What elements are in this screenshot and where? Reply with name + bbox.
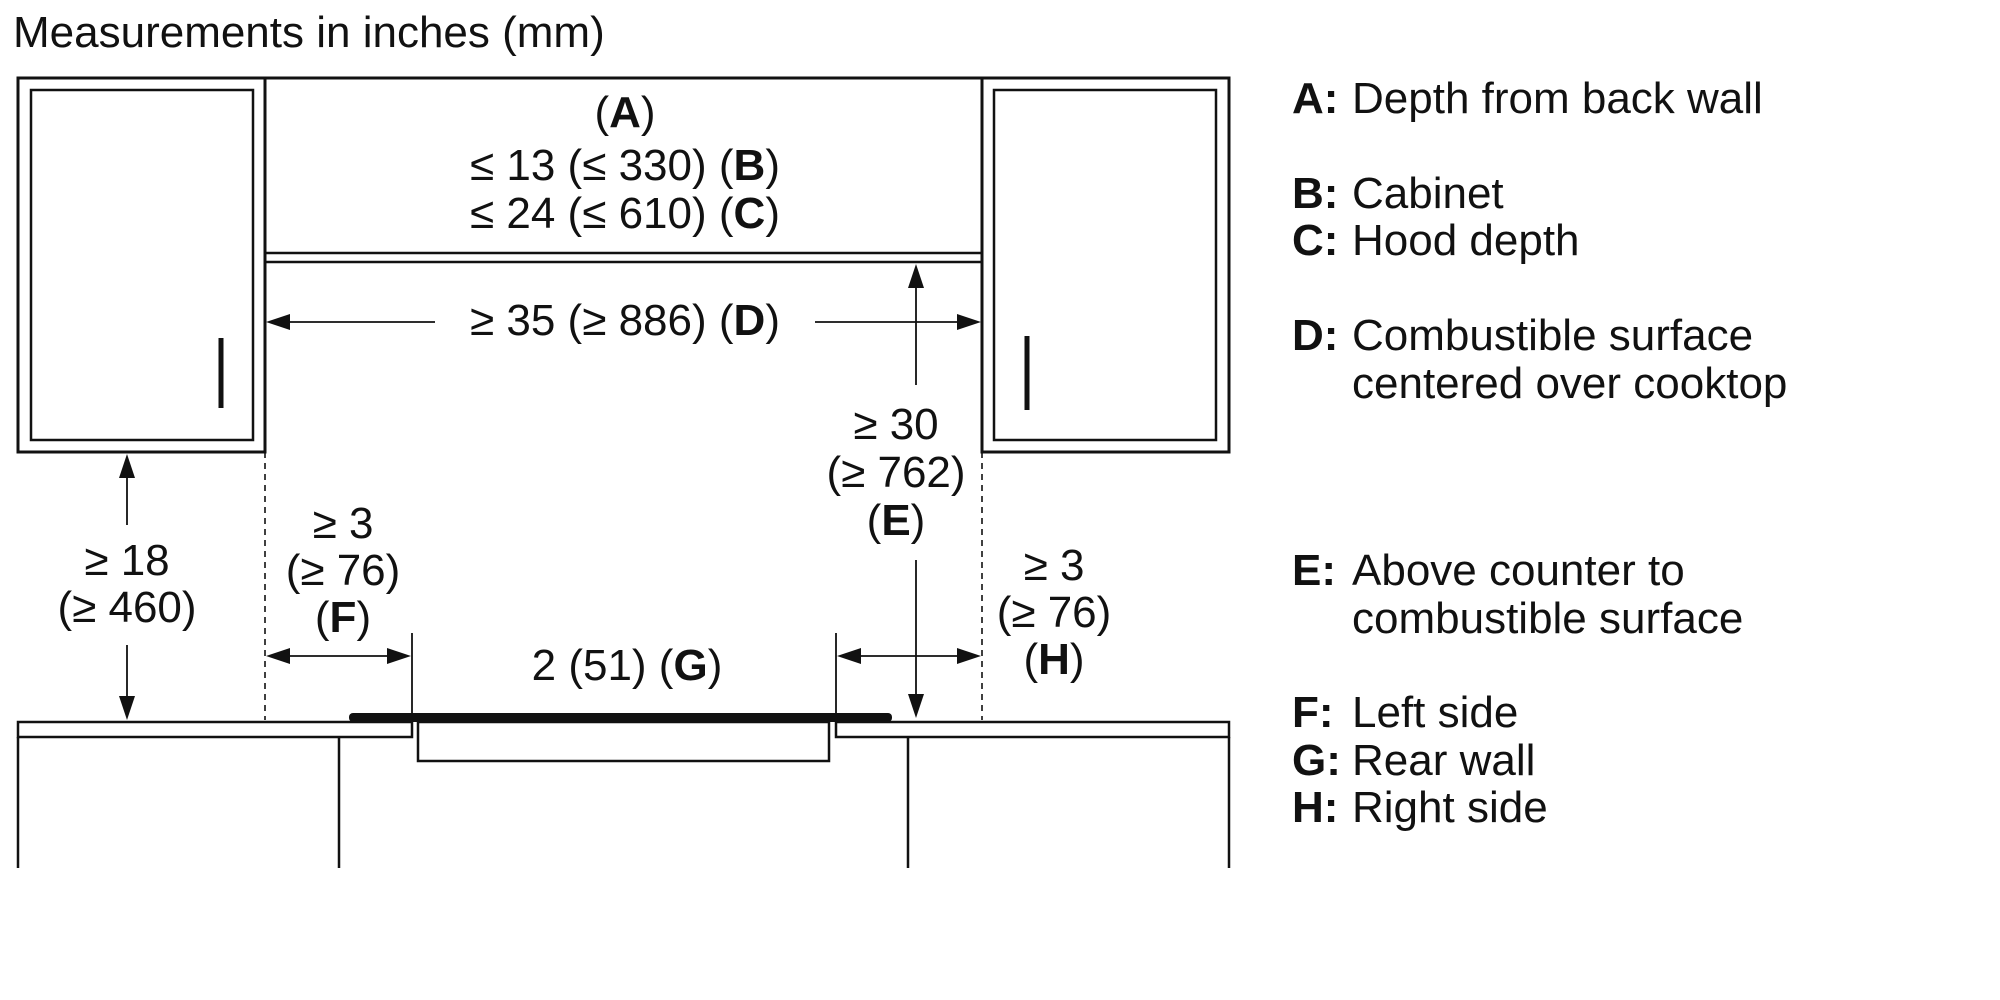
arrow-h: [837, 648, 981, 664]
label-h-key: (H): [1023, 635, 1084, 684]
arrow-e-bottom-head: [908, 694, 924, 718]
legend-text-g: Rear wall: [1352, 736, 1535, 785]
label-g: 2 (51) (G): [532, 641, 723, 690]
legend-key-c: C:: [1292, 216, 1338, 265]
legend-text-b: Cabinet: [1352, 169, 1504, 218]
cooktop-body: [416, 720, 831, 763]
legend-text-e-line2: combustible surface: [1352, 594, 1743, 643]
label-f-key: (F): [315, 593, 371, 642]
counter-and-base: [16, 633, 1231, 868]
diagram-title: Measurements in inches (mm): [13, 8, 605, 57]
legend-text-d-line1: Combustible surface: [1352, 311, 1753, 360]
left-upper-cabinet: [16, 76, 267, 454]
label-h-line1: ≥ 3: [1024, 541, 1085, 590]
legend-text-f: Left side: [1352, 688, 1518, 737]
legend: A: Depth from back wall B: Cabinet C: Ho…: [1292, 74, 1787, 832]
label-b: ≤ 13 (≤ 330) (B): [470, 141, 780, 190]
arrow-d: [266, 314, 981, 330]
legend-text-e-line1: Above counter to: [1352, 546, 1685, 595]
label-f-line1: ≥ 3: [313, 499, 374, 548]
left-countertop: [16, 720, 414, 739]
label-c: ≤ 24 (≤ 610) (C): [470, 189, 780, 238]
arrow-left-18: [119, 454, 135, 720]
left-cabinet-outer: [16, 76, 267, 454]
label-e-key: (E): [867, 496, 926, 545]
label-e-line1: ≥ 30: [853, 400, 938, 449]
label-18-line1: ≥ 18: [84, 536, 169, 585]
arrow-e: [908, 264, 924, 718]
right-cabinet-outer: [980, 76, 1231, 454]
right-countertop: [834, 720, 1231, 739]
guide-lines: [264, 452, 983, 720]
legend-text-a: Depth from back wall: [1352, 74, 1763, 123]
legend-key-h: H:: [1292, 783, 1338, 832]
right-cabinet-door: [992, 88, 1218, 442]
legend-key-f: F:: [1292, 688, 1334, 737]
arrow-d-right-head: [957, 314, 981, 330]
arrow-h-left-head: [837, 648, 861, 664]
cooktop-glass: [349, 713, 892, 722]
arrow-18-bottom-head: [119, 696, 135, 720]
legend-text-h: Right side: [1352, 783, 1548, 832]
label-h-line2: (≥ 76): [997, 588, 1112, 637]
arrow-f: [266, 648, 411, 664]
legend-key-e: E:: [1292, 546, 1336, 595]
label-e-line2: (≥ 762): [826, 448, 965, 497]
label-18-line2: (≥ 460): [57, 583, 196, 632]
legend-key-b: B:: [1292, 169, 1338, 218]
legend-key-a: A:: [1292, 74, 1338, 123]
right-upper-cabinet: [980, 76, 1231, 454]
arrow-18-top-head: [119, 454, 135, 478]
legend-key-d: D:: [1292, 311, 1338, 360]
arrow-h-right-head: [957, 648, 981, 664]
legend-text-c: Hood depth: [1352, 216, 1580, 265]
arrow-f-left-head: [266, 648, 290, 664]
legend-key-g: G:: [1292, 736, 1341, 785]
label-f-line2: (≥ 76): [286, 546, 401, 595]
arrow-d-left-head: [266, 314, 290, 330]
label-a: (A): [594, 88, 655, 137]
left-cabinet-door: [29, 88, 255, 442]
legend-text-d-line2: centered over cooktop: [1352, 359, 1787, 408]
label-d: ≥ 35 (≥ 886) (D): [470, 296, 780, 345]
arrow-f-right-head: [387, 648, 411, 664]
arrow-e-top-head: [908, 264, 924, 288]
hood-frame: [265, 76, 982, 264]
